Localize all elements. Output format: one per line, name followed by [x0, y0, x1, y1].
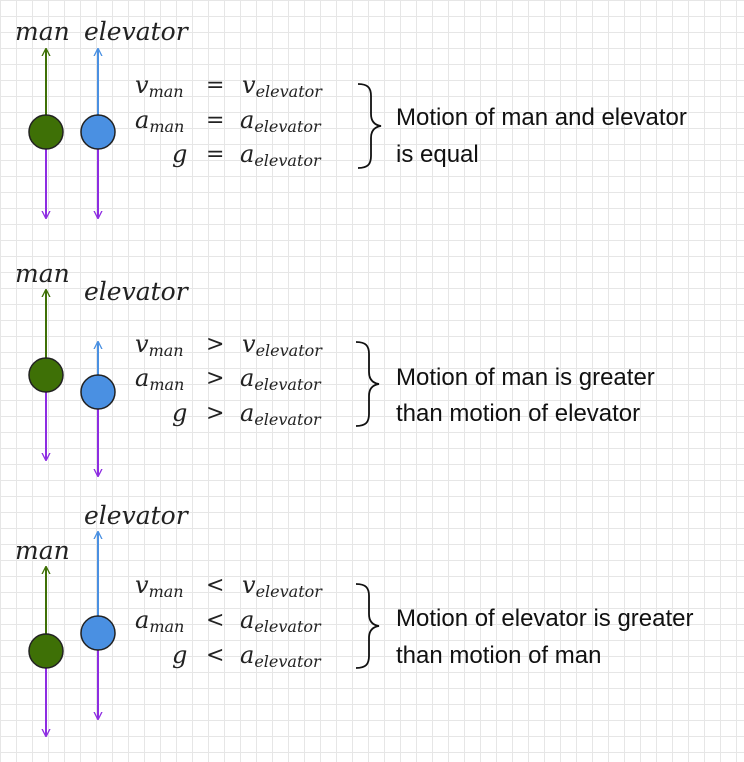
gravity-relation: <: [206, 643, 224, 668]
velocity-equation: vman: [135, 571, 184, 601]
elevator-label: elevator: [84, 277, 190, 306]
panel-greater: man elevator vman > velevator aman > ael…: [15, 259, 655, 476]
description-line-2: than motion of elevator: [396, 400, 640, 427]
curly-brace: [355, 583, 380, 669]
velocity-elevator-term: velevator: [242, 330, 323, 360]
acceleration-equation: aman: [135, 606, 184, 636]
description-line-2: is equal: [396, 141, 479, 168]
acceleration-relation: >: [206, 366, 224, 391]
description-line-1: Motion of man and elevator: [396, 104, 687, 131]
acceleration-equation: aman: [135, 364, 184, 394]
elevator-ball: [80, 374, 116, 410]
man-ball: [28, 114, 64, 150]
man-label: man: [15, 536, 70, 565]
man-ball: [28, 357, 64, 393]
velocity-relation: <: [206, 573, 224, 598]
acceleration-equation: aman: [135, 106, 184, 136]
velocity-equation: vman: [135, 330, 184, 360]
gravity-elevator-term: aelevator: [240, 140, 322, 170]
acceleration-relation: <: [206, 608, 224, 633]
man-ball: [28, 633, 64, 669]
man-label: man: [15, 17, 70, 46]
panel-less: man elevator vman < velevator aman < ael…: [15, 501, 693, 736]
velocity-elevator-term: velevator: [242, 71, 323, 101]
gravity-symbol: g: [172, 641, 187, 669]
velocity-elevator-term: velevator: [242, 571, 323, 601]
velocity-relation: >: [206, 332, 224, 357]
acceleration-elevator-term: aelevator: [240, 606, 322, 636]
gravity-relation: >: [206, 401, 224, 426]
description-line-1: Motion of elevator is greater: [396, 605, 693, 632]
gravity-elevator-term: aelevator: [240, 399, 322, 429]
curly-brace: [355, 341, 380, 427]
acceleration-elevator-term: aelevator: [240, 364, 322, 394]
acceleration-relation: =: [206, 108, 224, 133]
curly-brace: [357, 83, 382, 169]
acceleration-elevator-term: aelevator: [240, 106, 322, 136]
velocity-relation: =: [206, 73, 224, 98]
gravity-relation: =: [206, 142, 224, 167]
elevator-label: elevator: [84, 17, 190, 46]
description-line-2: than motion of man: [396, 642, 601, 669]
velocity-equation: vman: [135, 71, 184, 101]
gravity-symbol: g: [172, 399, 187, 427]
panel-equal: man elevator vman = velevator aman = ael…: [15, 17, 687, 218]
man-label: man: [15, 259, 70, 288]
elevator-ball: [80, 615, 116, 651]
gravity-symbol: g: [172, 140, 187, 168]
gravity-elevator-term: aelevator: [240, 641, 322, 671]
description-line-1: Motion of man is greater: [396, 364, 655, 391]
elevator-label: elevator: [84, 501, 190, 530]
elevator-ball: [80, 114, 116, 150]
